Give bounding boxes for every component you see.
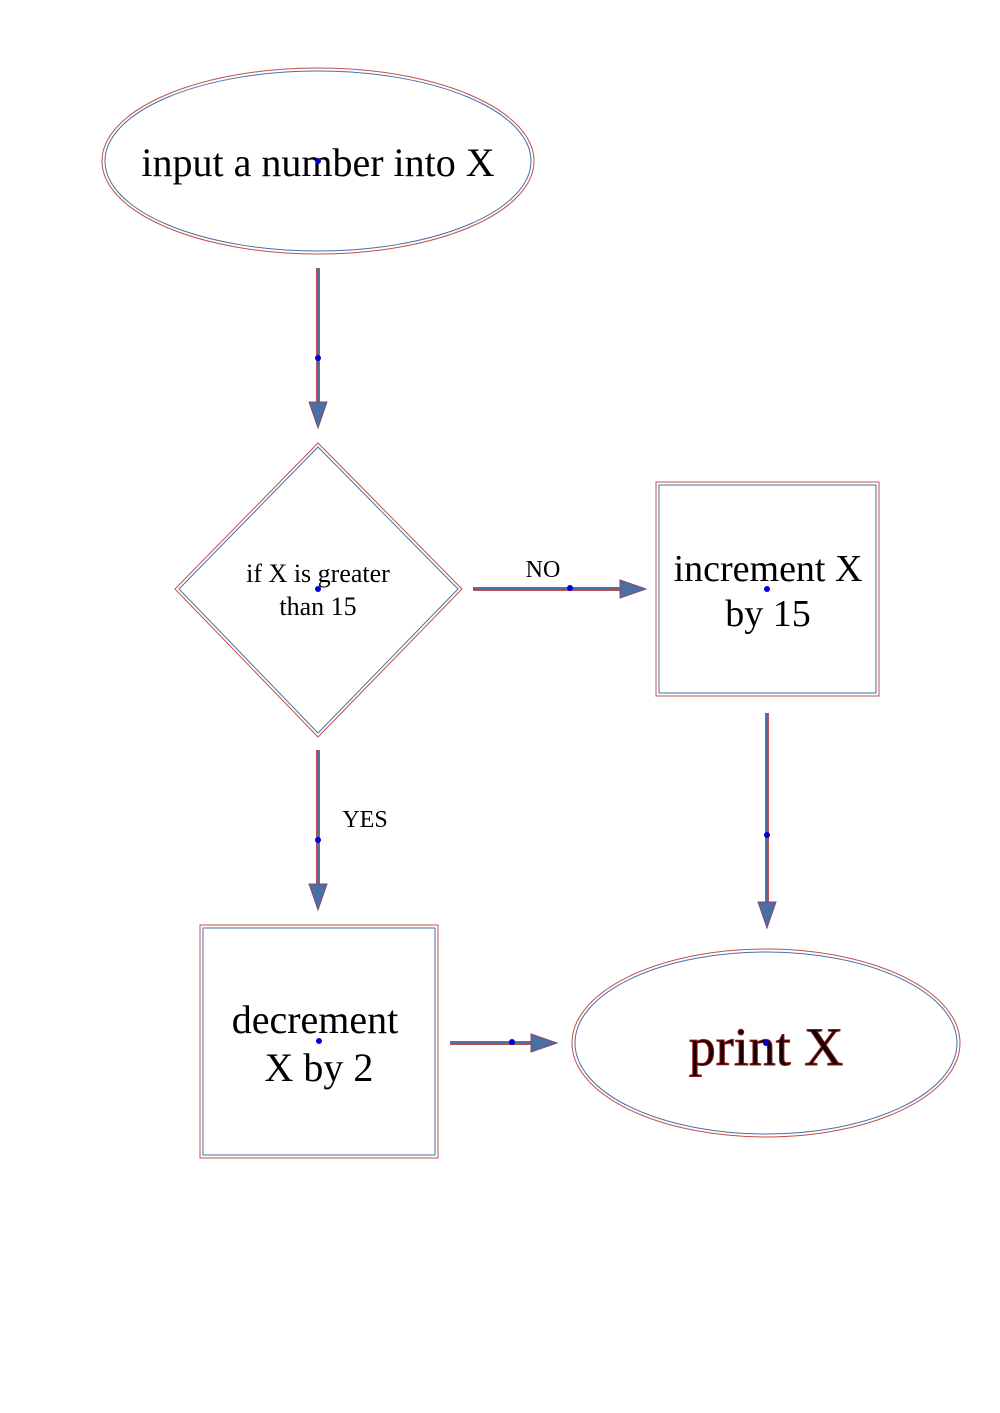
decision-node-label-line2: than 15 — [279, 592, 356, 621]
arrow-decision-to-decrement[interactable] — [308, 750, 328, 912]
increment-node-label-line2: by 15 — [725, 593, 811, 635]
arrow-decision-to-increment-handle[interactable] — [567, 585, 573, 591]
arrow-increment-to-output[interactable] — [757, 713, 777, 930]
increment-node[interactable]: increment X by 15 — [655, 481, 880, 697]
decrement-node-label-line1: decrement — [232, 997, 399, 1042]
increment-node-label-line1: increment X — [674, 548, 863, 590]
arrow-decision-to-increment[interactable] — [473, 579, 648, 599]
start-node-handle[interactable] — [315, 158, 321, 164]
output-node-label: print X — [689, 1017, 844, 1077]
decrement-node-label-line2: X by 2 — [265, 1045, 374, 1090]
arrow-increment-to-output-handle[interactable] — [764, 832, 770, 838]
arrow-decrement-to-output-handle[interactable] — [509, 1039, 515, 1045]
decision-node-label-line1: if X is greater — [246, 559, 390, 588]
arrow-start-to-decision-handle[interactable] — [315, 355, 321, 361]
decision-node-handle[interactable] — [315, 586, 321, 592]
output-node[interactable]: print X — [571, 948, 961, 1138]
start-node[interactable]: input a number into X — [101, 67, 535, 255]
edge-label-yes: YES — [342, 807, 387, 833]
decrement-node[interactable]: decrement X by 2 — [199, 924, 439, 1159]
arrow-decision-to-decrement-handle[interactable] — [315, 837, 321, 843]
output-node-label-word2: X — [804, 1017, 843, 1077]
output-node-label-word1: print — [689, 1017, 791, 1077]
decision-node[interactable]: if X is greater than 15 — [174, 442, 463, 738]
arrow-decrement-to-output[interactable] — [450, 1033, 559, 1053]
increment-node-handle[interactable] — [764, 586, 770, 592]
arrow-start-to-decision[interactable] — [308, 268, 328, 430]
output-node-handle[interactable] — [763, 1040, 769, 1046]
edge-label-no: NO — [526, 557, 561, 583]
decrement-node-handle[interactable] — [316, 1038, 322, 1044]
